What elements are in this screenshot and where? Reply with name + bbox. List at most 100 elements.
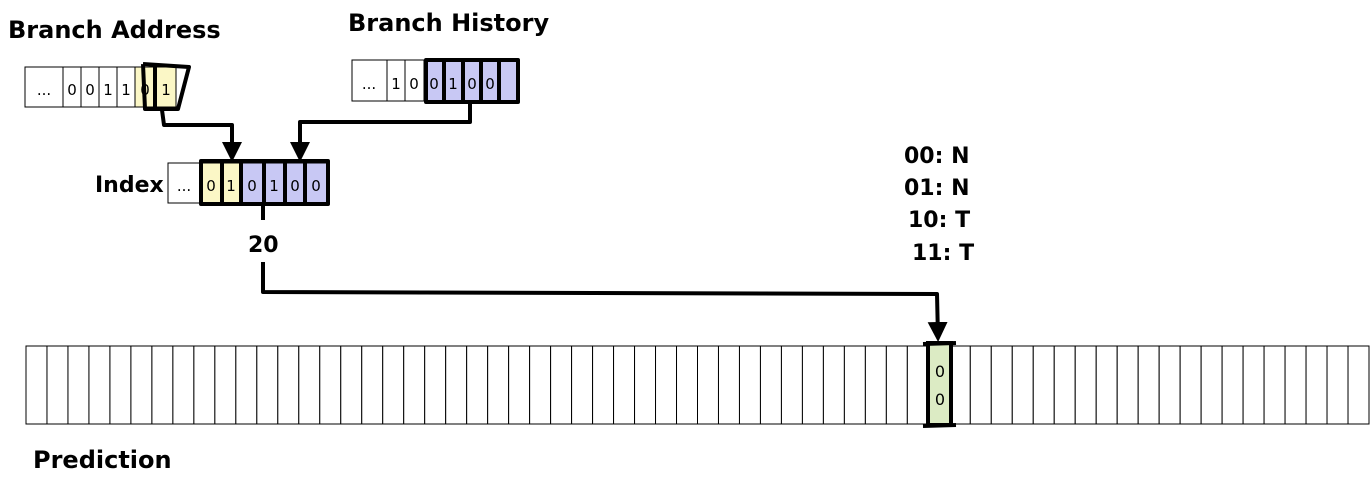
index-bit: 1 <box>269 177 279 195</box>
counter-bit: 0 <box>935 390 945 409</box>
legend-entry: 10: T <box>908 208 970 233</box>
prediction-table-cell <box>571 345 594 425</box>
prediction-table-cell <box>403 345 426 425</box>
address-to-index-arrow <box>160 109 242 162</box>
selected-counter-cell <box>926 341 953 427</box>
branch-address-title: Branch Address <box>8 16 221 44</box>
legend-entry: 01: N <box>904 176 969 201</box>
prediction-table-cell <box>445 345 468 425</box>
prediction-table-cell <box>361 345 384 425</box>
prediction-table-cell <box>822 345 845 425</box>
history-to-index-arrow <box>290 103 472 162</box>
address-bit: 0 <box>85 81 95 99</box>
prediction-table-cell <box>298 345 321 425</box>
prediction-table-cell <box>613 345 636 425</box>
selected-cell-bottom-edge <box>922 423 957 428</box>
prediction-table-cell <box>277 345 300 425</box>
prediction-table-cell <box>25 345 48 425</box>
prediction-table-cell <box>487 345 510 425</box>
prediction-table-cell <box>1053 345 1076 425</box>
history-bit: 0 <box>429 75 439 93</box>
branch-history-title: Branch History <box>348 9 549 37</box>
prediction-table-cell <box>1074 345 1097 425</box>
selected-cell-top-edge <box>922 341 957 346</box>
index-label: Index <box>95 173 164 198</box>
index-bit-cell <box>167 162 202 204</box>
prediction-table <box>25 345 1370 425</box>
address-bit: 1 <box>121 81 131 99</box>
prediction-table-cell <box>864 345 887 425</box>
prediction-table-cell <box>1116 345 1139 425</box>
index-register: ... 0 1 0 1 0 0 <box>167 159 330 206</box>
prediction-table-cell <box>634 345 657 425</box>
prediction-table-cell <box>1326 345 1349 425</box>
history-bit-cell <box>351 59 388 102</box>
prediction-table-cell <box>969 345 992 425</box>
address-bit: 1 <box>103 81 113 99</box>
history-bit-cell-highlight <box>499 59 519 102</box>
prediction-table-cell <box>655 345 678 425</box>
prediction-table-cell <box>508 345 531 425</box>
index-bit: 0 <box>206 177 216 195</box>
prediction-table-cell <box>550 345 573 425</box>
prediction-table-cell <box>801 345 824 425</box>
history-bit: 1 <box>448 75 458 93</box>
counter-bit: 0 <box>935 362 945 381</box>
prediction-table-cell <box>1263 345 1286 425</box>
prediction-table-cell <box>88 345 111 425</box>
prediction-table-cell <box>382 345 405 425</box>
prediction-table-cell <box>256 345 279 425</box>
address-bit-cell <box>24 66 64 108</box>
prediction-table-cell <box>1158 345 1181 425</box>
prediction-table-cell <box>466 345 489 425</box>
prediction-table-cell <box>193 345 216 425</box>
prediction-table-cell <box>843 345 866 425</box>
prediction-table-cell <box>676 345 699 425</box>
history-bit: 0 <box>409 75 419 93</box>
prediction-table-cell <box>529 345 552 425</box>
prediction-table-cell <box>424 345 447 425</box>
prediction-table-cell <box>67 345 90 425</box>
index-value-label: 20 <box>248 233 279 258</box>
branch-address-register: ... 0 0 1 1 0 1 <box>24 62 191 111</box>
index-to-table-arrow <box>261 262 948 342</box>
prediction-table-cell <box>759 345 782 425</box>
prediction-table-cell <box>235 345 258 425</box>
prediction-title: Prediction <box>33 446 172 474</box>
address-bit: 1 <box>161 81 171 99</box>
prediction-table-cell <box>1179 345 1202 425</box>
prediction-table-cell <box>319 345 342 425</box>
prediction-table-cell <box>130 345 153 425</box>
index-bit: 0 <box>311 177 321 195</box>
branch-history-register: ... 1 0 0 1 0 0 <box>351 58 520 104</box>
counter-state-legend: 00: N 01: N 10: T 11: T <box>904 144 974 266</box>
history-selection-outline <box>424 58 520 104</box>
prediction-table-selected-entry: 0 0 <box>922 341 957 428</box>
prediction-table-cell <box>340 345 363 425</box>
prediction-table-cell <box>151 345 174 425</box>
history-bit: ... <box>362 75 376 93</box>
history-bit: 0 <box>485 75 495 93</box>
prediction-table-cell <box>717 345 740 425</box>
history-bit: 0 <box>467 75 477 93</box>
prediction-table-cell <box>906 345 929 425</box>
index-bit: 0 <box>247 177 257 195</box>
address-bit: 0 <box>67 81 77 99</box>
prediction-table-cell <box>1095 345 1118 425</box>
prediction-table-cell <box>109 345 132 425</box>
prediction-table-cell <box>1284 345 1307 425</box>
prediction-table-cell <box>697 345 719 425</box>
prediction-table-cell <box>780 345 803 425</box>
address-bit: ... <box>37 81 51 99</box>
prediction-table-cell <box>990 345 1013 425</box>
legend-entry: 00: N <box>904 144 969 169</box>
prediction-table-cell <box>885 345 908 425</box>
index-bit: 0 <box>290 177 300 195</box>
prediction-table-cell <box>214 345 237 425</box>
prediction-table-cell <box>46 345 69 425</box>
prediction-table-cell <box>592 345 615 425</box>
address-selection-outline <box>141 62 191 111</box>
history-bit: 1 <box>391 75 401 93</box>
